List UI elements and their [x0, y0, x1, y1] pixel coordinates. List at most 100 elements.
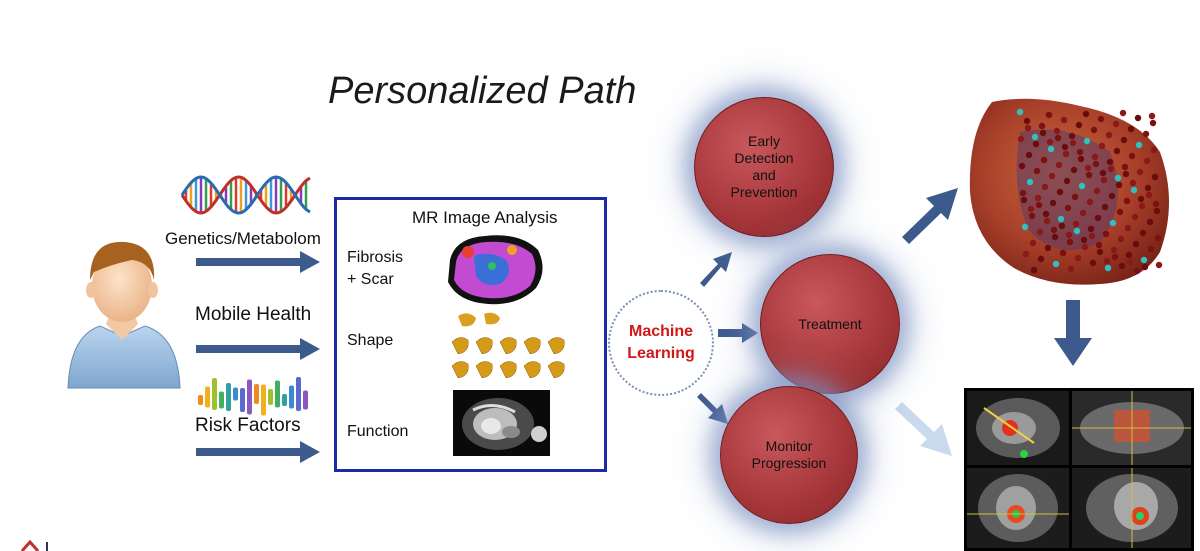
shape-grid-image	[451, 312, 565, 379]
shape-heart	[547, 361, 565, 379]
mobile-health-label: Mobile Health	[195, 304, 312, 325]
heart-dot	[1123, 197, 1131, 205]
fibrosis-heart-image	[447, 231, 543, 305]
heart-dot	[1103, 257, 1111, 265]
heart-dot	[1151, 173, 1159, 181]
heart-dot	[1063, 177, 1071, 185]
heart-dot	[1054, 134, 1062, 142]
risk-bar	[198, 395, 203, 405]
risk-bar	[247, 379, 252, 415]
heart-dot	[1095, 241, 1103, 249]
heart-dot	[1069, 139, 1077, 147]
heart-dot	[1134, 114, 1142, 122]
heart-dot	[1154, 234, 1162, 242]
heart-dot	[1143, 157, 1151, 165]
mr-analysis-title: MR Image Analysis	[412, 208, 558, 227]
function-mri-image	[453, 390, 550, 456]
heart-dot	[1040, 156, 1048, 164]
heart-dot	[1153, 207, 1161, 215]
risk-factors-icon	[198, 377, 308, 416]
heart-dot	[1109, 219, 1117, 227]
heart-dot	[1140, 256, 1148, 264]
risk-bar	[233, 387, 238, 401]
dna-strand	[180, 175, 311, 215]
heart-dot	[1110, 246, 1118, 254]
heart-dot	[1127, 125, 1135, 133]
heart-dot	[1066, 238, 1074, 246]
heart-dot	[1085, 171, 1093, 179]
shape-heart	[458, 313, 476, 327]
heart-dot	[1124, 224, 1132, 232]
heart-dot	[1061, 143, 1069, 151]
heart-dot	[1025, 151, 1033, 159]
logo-fragment	[20, 539, 48, 551]
treatment-label: Treatment	[798, 315, 862, 332]
heart-dot	[1088, 232, 1096, 240]
ct-scan-panel	[964, 388, 1194, 551]
heart-dot	[1096, 248, 1104, 256]
heart-dot	[1072, 220, 1080, 228]
heart-dot	[1120, 136, 1128, 144]
heart-dot	[1086, 198, 1094, 206]
heart-dot	[1090, 126, 1098, 134]
heart-dot	[1093, 187, 1101, 195]
heart-dot	[1147, 245, 1155, 253]
function-label: Function	[347, 423, 409, 440]
heart-dot	[1155, 261, 1163, 269]
heart-dot	[1117, 235, 1125, 243]
heart-dot	[1145, 191, 1153, 199]
heart-dot	[1031, 133, 1039, 141]
heart-dot	[1047, 145, 1055, 153]
heart-dot	[1048, 172, 1056, 180]
heart-dot	[1112, 120, 1120, 128]
fibrosis-label: Fibrosis + Scar	[347, 249, 404, 288]
heart-dot	[1032, 140, 1040, 148]
shape-heart	[523, 337, 541, 355]
heart-dot	[1028, 212, 1036, 220]
heart-dot	[1034, 194, 1042, 202]
heart-dot	[1083, 137, 1091, 145]
heart-dot	[1113, 147, 1121, 155]
heart-dot	[1148, 112, 1156, 120]
heart-dot	[1142, 130, 1150, 138]
heart-dot	[1107, 165, 1115, 173]
shape-heart	[547, 337, 565, 355]
heart-dot	[1087, 225, 1095, 233]
dna-icon	[180, 175, 311, 215]
ml-to-treatment-arrow	[718, 323, 758, 343]
heart-dot	[1149, 119, 1157, 127]
risk-bar	[275, 380, 280, 408]
heart-dot	[1051, 233, 1059, 241]
heart-dot	[1128, 152, 1136, 160]
heart-dot	[1114, 174, 1122, 182]
monitor-progression-node: Monitor Progression	[720, 386, 858, 524]
early-detection-label: Early Detection and Prevention	[730, 133, 798, 200]
risk-bar	[254, 384, 259, 404]
shape-heart	[451, 337, 469, 355]
heart-dot	[1122, 170, 1130, 178]
genetics-label: Genetics/Metabolom	[165, 229, 321, 248]
heart-dot	[1067, 265, 1075, 273]
heart-dot	[1046, 138, 1054, 146]
genetics-arrow	[196, 251, 320, 273]
heart-dot	[1146, 218, 1154, 226]
heart-dot	[1097, 115, 1105, 123]
page-title: Personalized Path	[328, 70, 637, 112]
early-detection-node: Early Detection and Prevention	[694, 97, 834, 237]
shape-label: Shape	[347, 332, 394, 349]
heart-dot	[1077, 155, 1085, 163]
heart-dot	[1065, 231, 1073, 239]
heart-dot	[1106, 158, 1114, 166]
heart-dot	[1064, 204, 1072, 212]
heart-dot	[1023, 117, 1031, 125]
heart-dot	[1138, 202, 1146, 210]
heart-dot	[1036, 228, 1044, 236]
heart-dot	[1057, 215, 1065, 223]
heart-dot	[1038, 122, 1046, 130]
risk-bar	[240, 388, 245, 412]
heart-dot	[1016, 108, 1024, 116]
heart-dot	[1059, 249, 1067, 257]
heart-dot	[1050, 226, 1058, 234]
risk-bar	[205, 386, 210, 408]
